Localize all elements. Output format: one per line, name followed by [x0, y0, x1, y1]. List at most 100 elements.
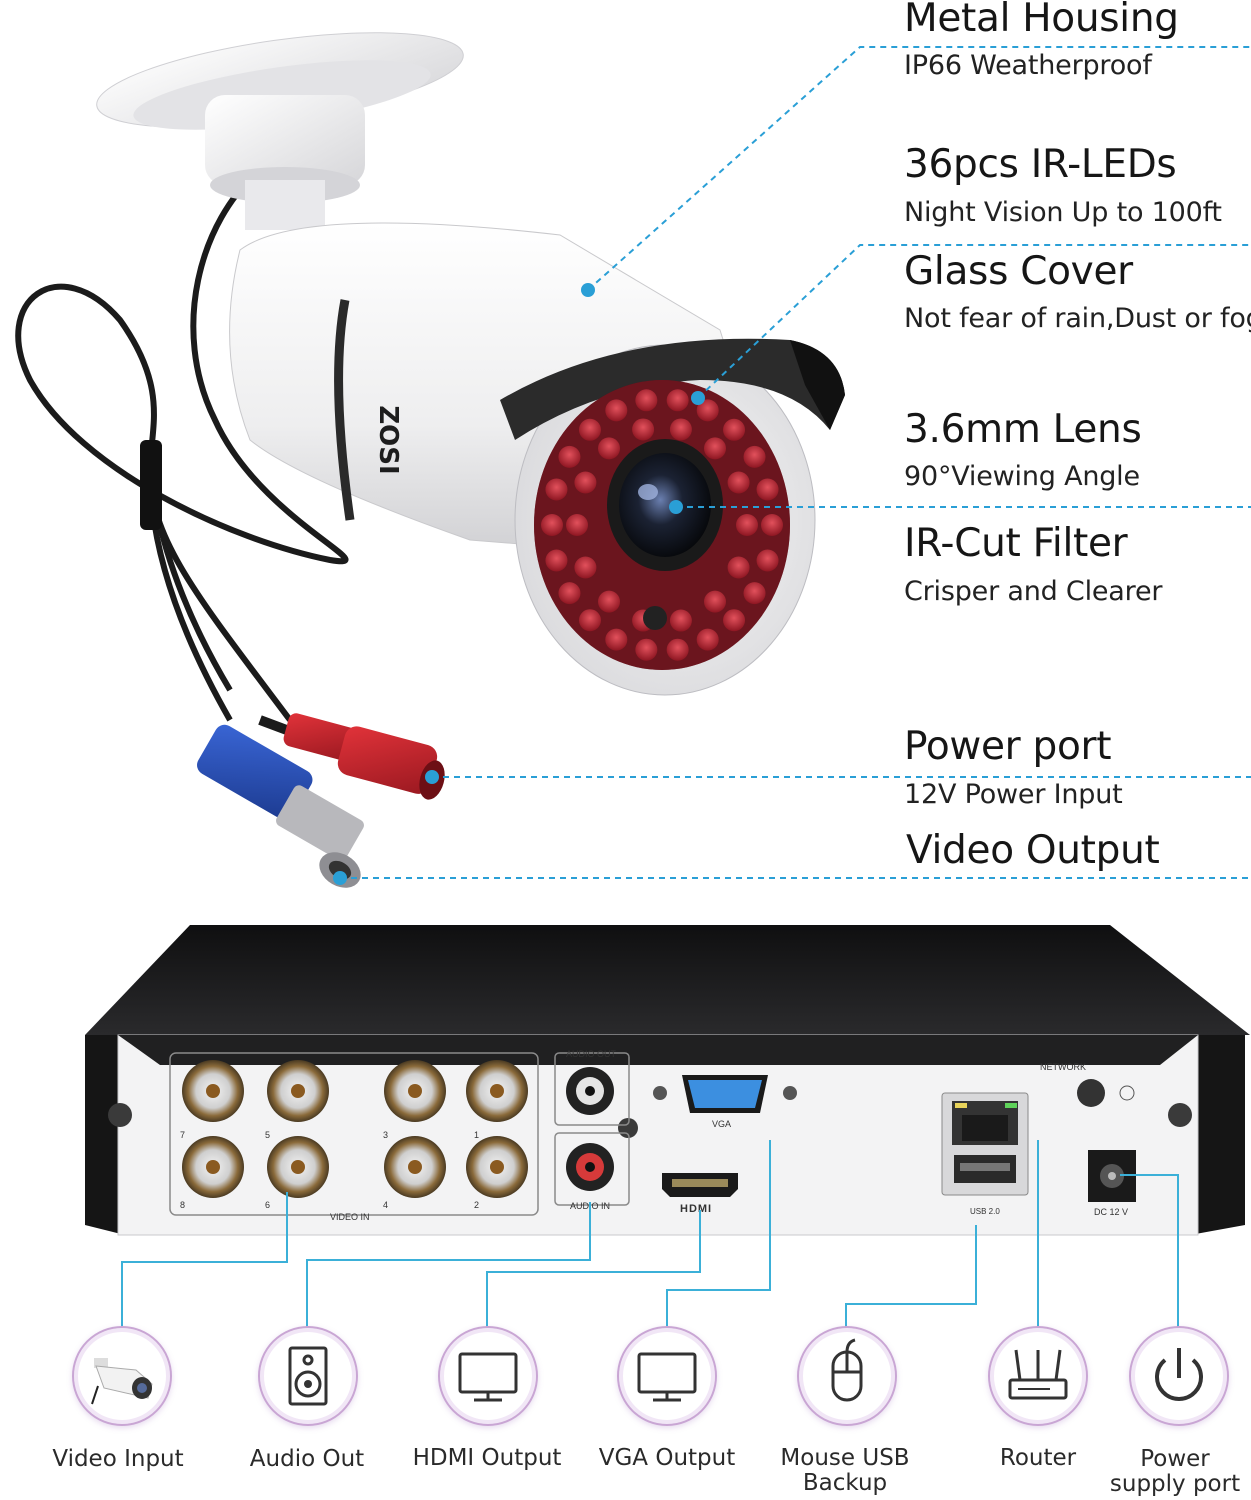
ir-led [635, 389, 658, 412]
mouse-icon [831, 1338, 863, 1402]
bnc-number: 1 [474, 1130, 480, 1140]
bnc-number: 2 [474, 1200, 480, 1210]
ir-led [761, 514, 783, 536]
ir-led [545, 549, 568, 572]
ir-led [743, 582, 766, 605]
feature-title-glass-cover: Glass Cover [904, 249, 1133, 294]
bnc-pin [206, 1084, 220, 1098]
speaker-icon [288, 1346, 328, 1406]
feature-title-metal-housing: Metal Housing [904, 0, 1179, 41]
ir-led [666, 638, 689, 661]
ir-led [723, 418, 746, 441]
ir-led [669, 418, 692, 441]
ir-led [696, 399, 719, 422]
connector-lines [121, 1140, 1179, 1335]
camera-brand: ZOSI [373, 405, 403, 474]
bnc-pin [408, 1084, 422, 1098]
connection-label-power-supply: Power supply port [1109, 1446, 1241, 1497]
bnc-number: 3 [383, 1130, 389, 1140]
ir-led [574, 556, 597, 579]
audio-out-label: AUDIO OUT [566, 1049, 617, 1059]
camera-icon [91, 1358, 153, 1405]
monitor-icon [637, 1352, 697, 1402]
bnc-number: 8 [180, 1200, 186, 1210]
ir-led [666, 389, 689, 412]
ir-led [743, 445, 766, 468]
connection-label-video-input: Video Input [52, 1446, 184, 1472]
router-icon-ring [988, 1326, 1088, 1426]
ir-led [723, 609, 746, 632]
feature-title-ir-cut-filter: IR-Cut Filter [904, 521, 1128, 566]
ir-led [756, 549, 779, 572]
ir-led [566, 514, 588, 536]
feature-subtitle-metal-housing: IP66 Weatherproof [904, 50, 1152, 81]
usb-label: USB 2.0 [970, 1207, 1000, 1216]
feature-title-lens: 3.6mm Lens [904, 407, 1142, 452]
ir-led [558, 582, 581, 605]
hdmi-output-icon-ring [438, 1326, 538, 1426]
monitor-icon [458, 1352, 518, 1402]
connection-label-vga-output: VGA Output [598, 1445, 736, 1471]
ir-led [696, 628, 719, 651]
ir-led [578, 609, 601, 632]
bnc-ports [182, 1060, 528, 1198]
ir-led [727, 556, 750, 579]
feature-subtitle-ir-cut-filter: Crisper and Clearer [904, 576, 1163, 607]
bnc-pin [490, 1160, 504, 1174]
feature-title-power-port: Power port [904, 724, 1112, 769]
power-supply-icon-ring [1129, 1326, 1229, 1426]
ir-led [558, 445, 581, 468]
ir-led [703, 437, 726, 460]
bnc-pin [206, 1160, 220, 1174]
feature-subtitle-ir-leds: Night Vision Up to 100ft [904, 197, 1222, 228]
network-label: NETWORK [1040, 1062, 1086, 1072]
feature-title-video-output: Video Output [906, 828, 1160, 873]
ir-led [669, 609, 692, 632]
ir-led [578, 418, 601, 441]
ir-led [598, 437, 621, 460]
ir-led [574, 471, 597, 494]
audio-out-icon-ring [258, 1326, 358, 1426]
feature-title-ir-leds: 36pcs IR-LEDs [904, 142, 1177, 187]
bnc-pin [291, 1160, 305, 1174]
dvr-illustration [85, 925, 1250, 1236]
mouse-usb-icon-ring [797, 1326, 897, 1426]
vga-output-icon-ring [617, 1326, 717, 1426]
connection-label-mouse-usb: Mouse USB Backup [780, 1445, 910, 1496]
bnc-number: 6 [265, 1200, 271, 1210]
bnc-pin [291, 1084, 305, 1098]
ir-led [541, 514, 563, 536]
bnc-number: 5 [265, 1130, 271, 1140]
router-icon [1008, 1349, 1068, 1400]
feature-subtitle-power-port: 12V Power Input [904, 779, 1123, 810]
video-in-label: VIDEO IN [330, 1212, 370, 1222]
hdmi-label: HDMI [680, 1203, 713, 1215]
ir-led [605, 399, 628, 422]
bnc-pin [408, 1160, 422, 1174]
ir-led [632, 418, 655, 441]
video-input-icon-ring [72, 1326, 172, 1426]
ir-led-array [541, 389, 783, 661]
callout-lines [333, 46, 1251, 885]
dc-label: DC 12 V [1094, 1207, 1129, 1217]
ir-led [756, 478, 779, 501]
bnc-number: 7 [180, 1130, 186, 1140]
bnc-number: 4 [383, 1200, 389, 1210]
blue-video-connector [197, 724, 364, 888]
connection-label-audio-out: Audio Out [249, 1446, 365, 1472]
connection-label-hdmi-output: HDMI Output [412, 1445, 562, 1471]
power-icon [1155, 1348, 1203, 1401]
feature-subtitle-glass-cover: Not fear of rain,Dust or fog [904, 303, 1251, 334]
ir-led [598, 590, 621, 613]
ir-led [635, 638, 658, 661]
ir-led [703, 590, 726, 613]
connection-label-router: Router [999, 1445, 1077, 1471]
ir-led [545, 478, 568, 501]
ir-led [727, 471, 750, 494]
camera-illustration: ZOSI [15, 32, 845, 888]
feature-subtitle-lens: 90°Viewing Angle [904, 461, 1140, 492]
ir-led [736, 514, 758, 536]
vga-label: VGA [712, 1119, 732, 1129]
ir-led [605, 628, 628, 651]
